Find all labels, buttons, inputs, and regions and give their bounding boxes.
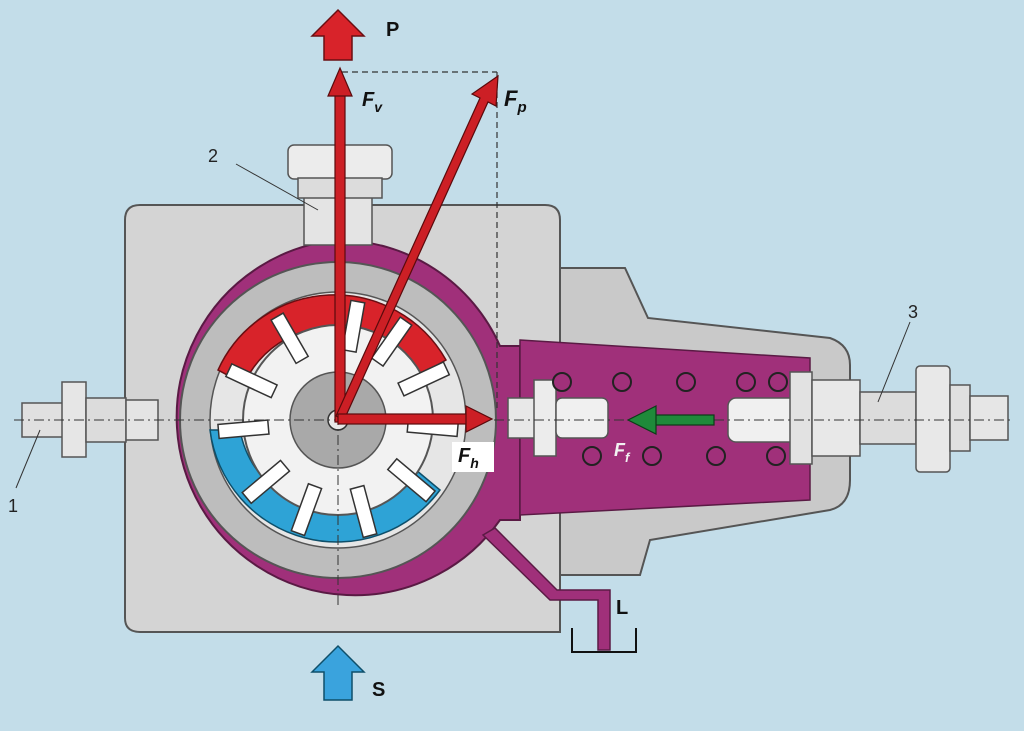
vertical-force-arrow	[327, 66, 353, 97]
part-3-leader	[877, 321, 911, 403]
pressure-force-label: Fp	[504, 86, 527, 116]
part-3-label: 3	[908, 302, 918, 322]
suction-port-label: S	[372, 679, 385, 701]
horizontal-force-label-box	[452, 442, 494, 472]
part-2-leader	[235, 163, 319, 211]
pressure-port-label: P	[386, 19, 399, 41]
spring-force-label: Ff	[614, 440, 631, 465]
pressure-outlet-arrow	[310, 8, 366, 61]
horizontal-force-arrow	[465, 405, 494, 433]
leakage-drain-pipe	[481, 527, 611, 651]
force-vectors	[327, 66, 499, 433]
suction-inlet-arrow	[310, 644, 366, 701]
part-1-leader	[15, 429, 41, 489]
tank-symbol	[571, 628, 637, 653]
regulator-spring	[552, 372, 788, 466]
pressure-force-arrow	[335, 74, 499, 421]
horizontal-force-label: Fh	[458, 445, 479, 471]
leakage-port-label: L	[616, 597, 628, 619]
spring-force-arrow	[626, 405, 715, 435]
part-1-label: 1	[8, 496, 18, 516]
regulator-piston	[507, 379, 609, 457]
part-2-label: 2	[208, 146, 218, 166]
right-adjusting-screw	[727, 365, 1009, 473]
vertical-force-label: Fv	[362, 89, 383, 115]
